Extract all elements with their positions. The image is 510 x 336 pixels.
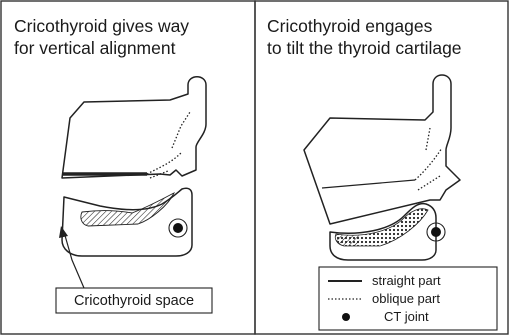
right-panel-title-line1: Cricothyroid engages: [267, 16, 433, 36]
left-panel-title-line2: for vertical alignment: [14, 38, 176, 58]
legend-straight-part-label: straight part: [372, 273, 441, 288]
left-thyroid-cartilage: [62, 77, 206, 178]
left-panel-title-line1: Cricothyroid gives way: [14, 16, 189, 36]
right-larynx-drawing: [304, 75, 460, 260]
left-ct-joint-dot: [173, 223, 183, 233]
legend-filled-dot-icon: [342, 313, 350, 321]
right-panel-title-line2: to tilt the thyroid cartilage: [267, 38, 462, 58]
right-straight-part: [322, 180, 415, 188]
right-thyroid-cartilage: [304, 75, 460, 224]
left-oblique-part: [147, 112, 190, 178]
right-ct-joint-dot: [431, 227, 441, 237]
left-larynx-drawing: [62, 77, 206, 256]
callout-arrowhead: [59, 226, 68, 238]
cricothyroid-space-label: Cricothyroid space: [74, 293, 194, 309]
right-oblique-part: [415, 128, 442, 190]
callout-leader-line: [64, 232, 84, 288]
legend-ct-joint-label: CT joint: [384, 309, 429, 324]
legend: straight part oblique part CT joint: [319, 267, 497, 330]
legend-oblique-part-label: oblique part: [372, 291, 440, 306]
